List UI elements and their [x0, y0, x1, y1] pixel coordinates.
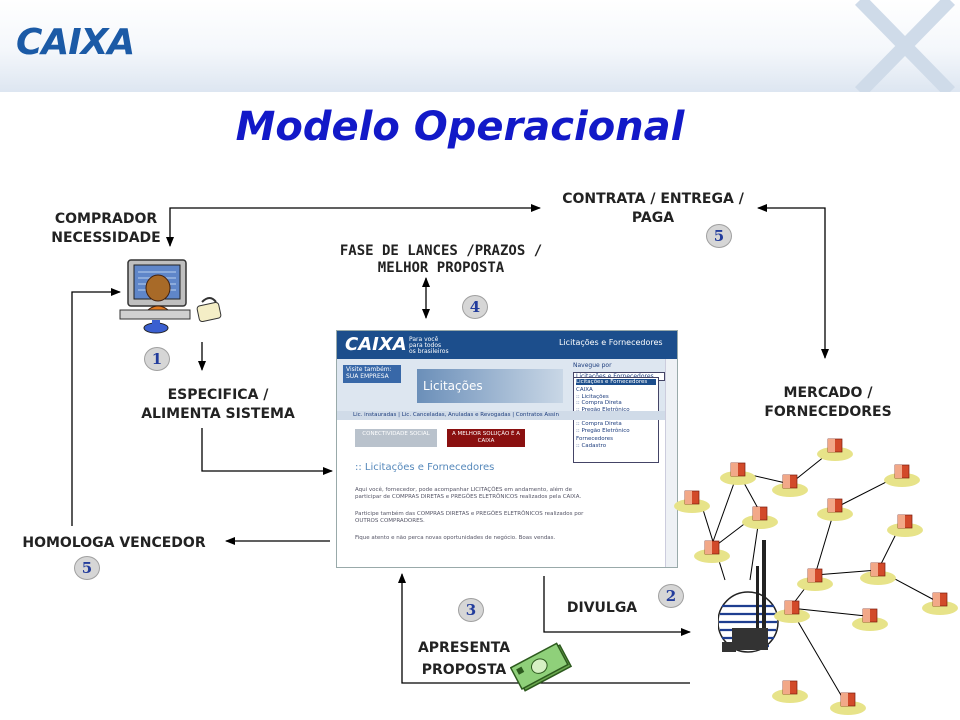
- menu-item[interactable]: :: Cadastro: [576, 442, 607, 449]
- menu-item[interactable]: :: Licitações: [576, 393, 609, 400]
- menu-item[interactable]: Licitações e Fornecedores: [576, 379, 656, 386]
- house-icon: [816, 498, 854, 522]
- label-especifica: ESPECIFICA / ALIMENTA SISTEMA: [141, 387, 295, 422]
- house-icon: [719, 462, 757, 486]
- menu-item[interactable]: :: Pregão Eletrônico: [576, 427, 630, 434]
- label-divulga: DIVULGA: [566, 600, 638, 616]
- step-badge-2: 2: [658, 584, 684, 608]
- label-contrata: CONTRATA / ENTREGA / PAGA: [562, 191, 744, 226]
- house-icon: [773, 600, 811, 624]
- factory-globe-icon: [718, 540, 779, 653]
- site-header: CAIXA Para você para todos os brasileiro…: [337, 331, 677, 359]
- computer-user-icon: [119, 259, 222, 334]
- house-icon: [741, 506, 779, 530]
- site-crumb-nav[interactable]: Lic. instauradas | Lic. Canceladas, Anul…: [337, 411, 677, 420]
- house-icon: [883, 464, 921, 488]
- menu-item[interactable]: :: Compra Direta: [576, 400, 622, 407]
- header-band: CAIXA: [0, 0, 960, 92]
- step-badge-1: 1: [144, 347, 170, 371]
- caixa-logo: CAIXA: [16, 22, 135, 63]
- site-scrollbar[interactable]: [665, 359, 677, 567]
- site-logo: CAIXA: [345, 334, 407, 355]
- house-icon: [673, 490, 711, 514]
- label-mercado: MERCADO / FORNECEDORES: [764, 385, 892, 420]
- label-fase-lances: FASE DE LANCES /PRAZOS / MELHOR PROPOSTA: [339, 243, 543, 276]
- house-icon: [771, 474, 809, 498]
- licitacoes-website-screenshot: CAIXA Para você para todos os brasileiro…: [336, 330, 678, 568]
- melhor-solucao-button[interactable]: A MELHOR SOLUÇÃO É A CAIXA: [447, 429, 525, 447]
- house-icon: [693, 540, 731, 564]
- houses-layer: [673, 438, 959, 716]
- site-heading: :: Licitações e Fornecedores: [355, 462, 495, 473]
- site-paragraph: Participe também das COMPRAS DIRETAS e P…: [355, 511, 584, 524]
- menu-item[interactable]: Fornecedores: [576, 436, 614, 443]
- section-banner: Licitações: [417, 369, 563, 403]
- house-icon: [851, 608, 889, 632]
- step-badge-4: 4: [462, 295, 488, 319]
- step-badge-5-left: 5: [74, 556, 100, 580]
- label-homologa: HOMOLOGA VENCEDOR: [22, 535, 206, 551]
- site-paragraph: Fique atento e não perca novas oportunid…: [355, 535, 556, 541]
- menu-item[interactable]: :: Compra Direta: [576, 421, 622, 428]
- label-comprador: COMPRADOR NECESSIDADE: [51, 211, 161, 246]
- money-icon: [510, 642, 573, 692]
- step-badge-5-top: 5: [706, 224, 732, 248]
- header-decoration: [854, 0, 956, 92]
- site-paragraph: Aqui você, fornecedor, pode acompanhar L…: [355, 487, 582, 500]
- house-icon: [829, 692, 867, 716]
- site-tagline: Para você para todos os brasileiros: [409, 336, 449, 355]
- nav-dropdown-menu: Licitações e Fornecedores CAIXA :: Licit…: [573, 377, 659, 463]
- house-icon: [921, 592, 959, 616]
- menu-item[interactable]: :: Pregão Eletrônico: [576, 406, 630, 413]
- menu-item[interactable]: CAIXA: [576, 387, 593, 394]
- house-icon: [859, 562, 897, 586]
- conectividade-button[interactable]: CONECTIVIDADE SOCIAL: [355, 429, 437, 447]
- page-title: Modelo Operacional: [235, 104, 685, 150]
- house-icon: [796, 568, 834, 592]
- label-apresenta: APRESENTA PROPOSTA: [417, 640, 511, 678]
- step-badge-3: 3: [458, 598, 484, 622]
- house-icon: [771, 680, 809, 704]
- site-header-right: Licitações e Fornecedores: [559, 338, 663, 347]
- site-banner: Visite também: SUA EMPRESA Licitações Na…: [337, 359, 677, 411]
- house-icon: [816, 438, 854, 462]
- visite-box[interactable]: Visite também: SUA EMPRESA: [343, 365, 401, 383]
- house-icon: [886, 514, 924, 538]
